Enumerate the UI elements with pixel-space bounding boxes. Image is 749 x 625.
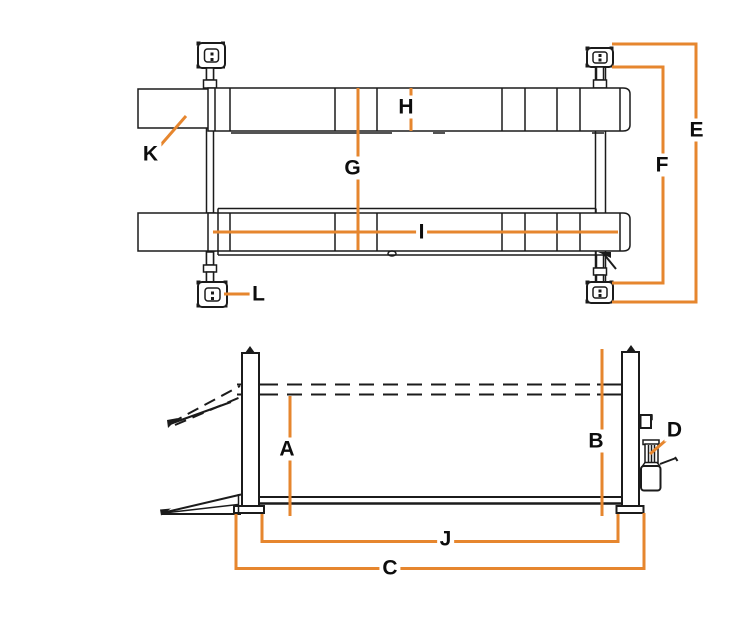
oil-tank <box>640 465 662 492</box>
dim-label-l: L <box>249 282 268 305</box>
dim-line-k <box>157 115 188 148</box>
dim-label-g: G <box>341 156 364 179</box>
latch-lever-line <box>602 252 617 270</box>
column-right <box>615 345 645 514</box>
dim-label-f: F <box>652 153 672 176</box>
release-handle <box>659 456 679 465</box>
dim-label-a: A <box>276 437 298 461</box>
dimension-lines-plan <box>157 42 698 304</box>
side-view <box>160 345 679 570</box>
post-top-left <box>196 41 226 89</box>
dim-label-h: H <box>395 95 417 119</box>
post-bottom-right <box>585 252 617 304</box>
dim-label-b: B <box>585 429 607 453</box>
post-top-right <box>585 46 614 89</box>
runway-raised-dashed <box>237 383 622 396</box>
dim-line-c <box>234 513 646 570</box>
dim-label-i: I <box>415 220 428 243</box>
ramp-raised-dashed <box>167 385 244 428</box>
dim-line-e <box>612 42 698 304</box>
dim-label-e: E <box>686 118 707 142</box>
ramp-lowered <box>160 493 242 516</box>
dim-label-k: K <box>139 142 162 165</box>
runway-top <box>137 87 631 134</box>
mount-bracket <box>639 414 652 429</box>
dim-label-c: C <box>379 556 401 579</box>
post-bottom-left <box>196 251 228 308</box>
dim-label-j: J <box>436 527 455 551</box>
column-left <box>233 346 265 514</box>
dim-label-d: D <box>663 418 686 441</box>
top-view <box>137 41 698 308</box>
runway-lowered <box>259 496 622 505</box>
power-unit <box>639 414 679 492</box>
